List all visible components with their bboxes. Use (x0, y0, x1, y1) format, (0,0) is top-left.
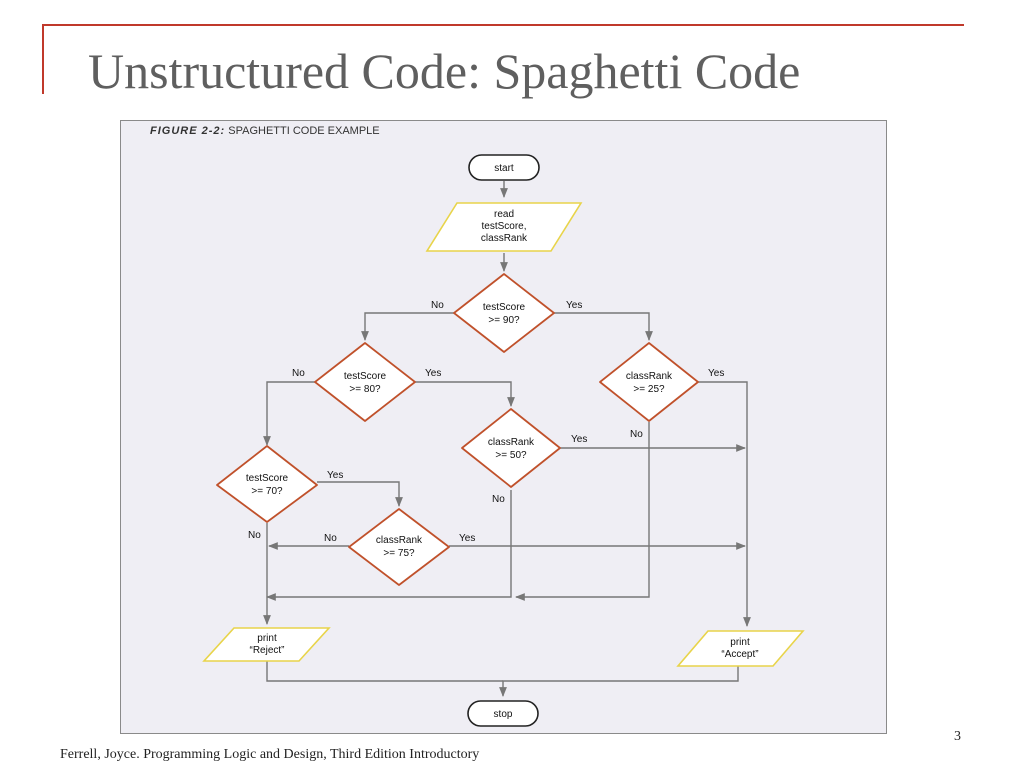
decision-classrank-50: classRank >= 50? (461, 408, 561, 488)
decision-classrank-50-line-1: classRank (488, 437, 535, 448)
edge-rank25-yes (698, 381, 751, 627)
label-rank50-no: No (492, 494, 505, 505)
label-test80-no: No (292, 368, 305, 379)
label-rank25-yes: Yes (708, 368, 724, 379)
print-accept-line-2: “Accept” (721, 649, 758, 660)
edge-test90-no (361, 312, 454, 341)
read-line-3: classRank (481, 233, 528, 244)
edge-rank50-no (266, 490, 512, 601)
start-terminator: start (468, 154, 540, 181)
label-test90-no: No (431, 300, 444, 311)
edge-reject-stop (266, 661, 503, 682)
title-left-rule (42, 24, 44, 94)
print-reject-line-2: “Reject” (249, 645, 284, 656)
label-test70-yes: Yes (327, 470, 343, 481)
label-rank75-yes: Yes (459, 533, 475, 544)
figure-panel: FIGURE 2-2: SPAGHETTI CODE EXAMPLE (120, 120, 887, 734)
decision-testscore-80-line-2: >= 80? (349, 384, 381, 395)
slide-footer-citation: Ferrell, Joyce. Programming Logic and De… (60, 747, 480, 762)
read-line-2: testScore, (481, 221, 526, 232)
read-line-1: read (494, 209, 514, 220)
edge-test80-no (263, 381, 315, 446)
decision-testscore-90-line-2: >= 90? (488, 315, 520, 326)
edge-accept-stop (499, 666, 739, 697)
decision-classrank-75: classRank >= 75? (348, 508, 450, 586)
edge-test70-yes (317, 481, 403, 507)
decision-testscore-70-line-2: >= 70? (251, 486, 283, 497)
slide-page-number: 3 (954, 729, 961, 744)
print-reject-box: print “Reject” (202, 627, 331, 662)
print-accept-box: print “Accept” (676, 630, 805, 667)
decision-testscore-80-line-1: testScore (344, 371, 387, 382)
label-test90-yes: Yes (566, 300, 582, 311)
decision-testscore-80: testScore >= 80? (314, 342, 416, 422)
figure-caption-text: SPAGHETTI CODE EXAMPLE (228, 125, 380, 137)
slide-title: Unstructured Code: Spaghetti Code (88, 43, 801, 99)
edge-test80-yes (415, 381, 515, 407)
connectors (263, 181, 751, 697)
label-test70-no: No (248, 530, 261, 541)
decision-classrank-75-line-1: classRank (376, 535, 423, 546)
decision-testscore-70: testScore >= 70? (216, 445, 318, 523)
label-rank75-no: No (324, 533, 337, 544)
edge-test90-yes (554, 312, 653, 341)
decision-testscore-90-line-1: testScore (483, 302, 526, 313)
label-test80-yes: Yes (425, 368, 441, 379)
read-input-box: read testScore, classRank (425, 202, 583, 252)
stop-terminator: stop (467, 700, 539, 727)
decision-classrank-25-line-1: classRank (626, 371, 673, 382)
figure-caption: FIGURE 2-2: SPAGHETTI CODE EXAMPLE (150, 125, 380, 137)
decision-testscore-90: testScore >= 90? (453, 273, 555, 353)
print-reject-line-1: print (257, 633, 277, 644)
flowchart: start stop read testScore, classRank pri… (202, 154, 805, 727)
decision-classrank-25: classRank >= 25? (599, 342, 699, 422)
decision-classrank-50-line-2: >= 50? (495, 450, 527, 461)
label-rank50-yes: Yes (571, 434, 587, 445)
decision-classrank-25-line-2: >= 25? (633, 384, 665, 395)
decision-classrank-75-line-2: >= 75? (383, 548, 415, 559)
label-rank25-no: No (630, 429, 643, 440)
decision-testscore-70-line-1: testScore (246, 473, 289, 484)
edge-labels: No Yes No Yes Yes No Yes No Yes No No Ye… (248, 300, 724, 544)
print-accept-line-1: print (730, 637, 750, 648)
edge-rank25-no (515, 422, 650, 601)
stop-label: stop (494, 709, 513, 720)
figure-label: FIGURE 2-2: (150, 125, 226, 137)
start-label: start (494, 163, 514, 174)
title-top-rule (42, 24, 964, 26)
